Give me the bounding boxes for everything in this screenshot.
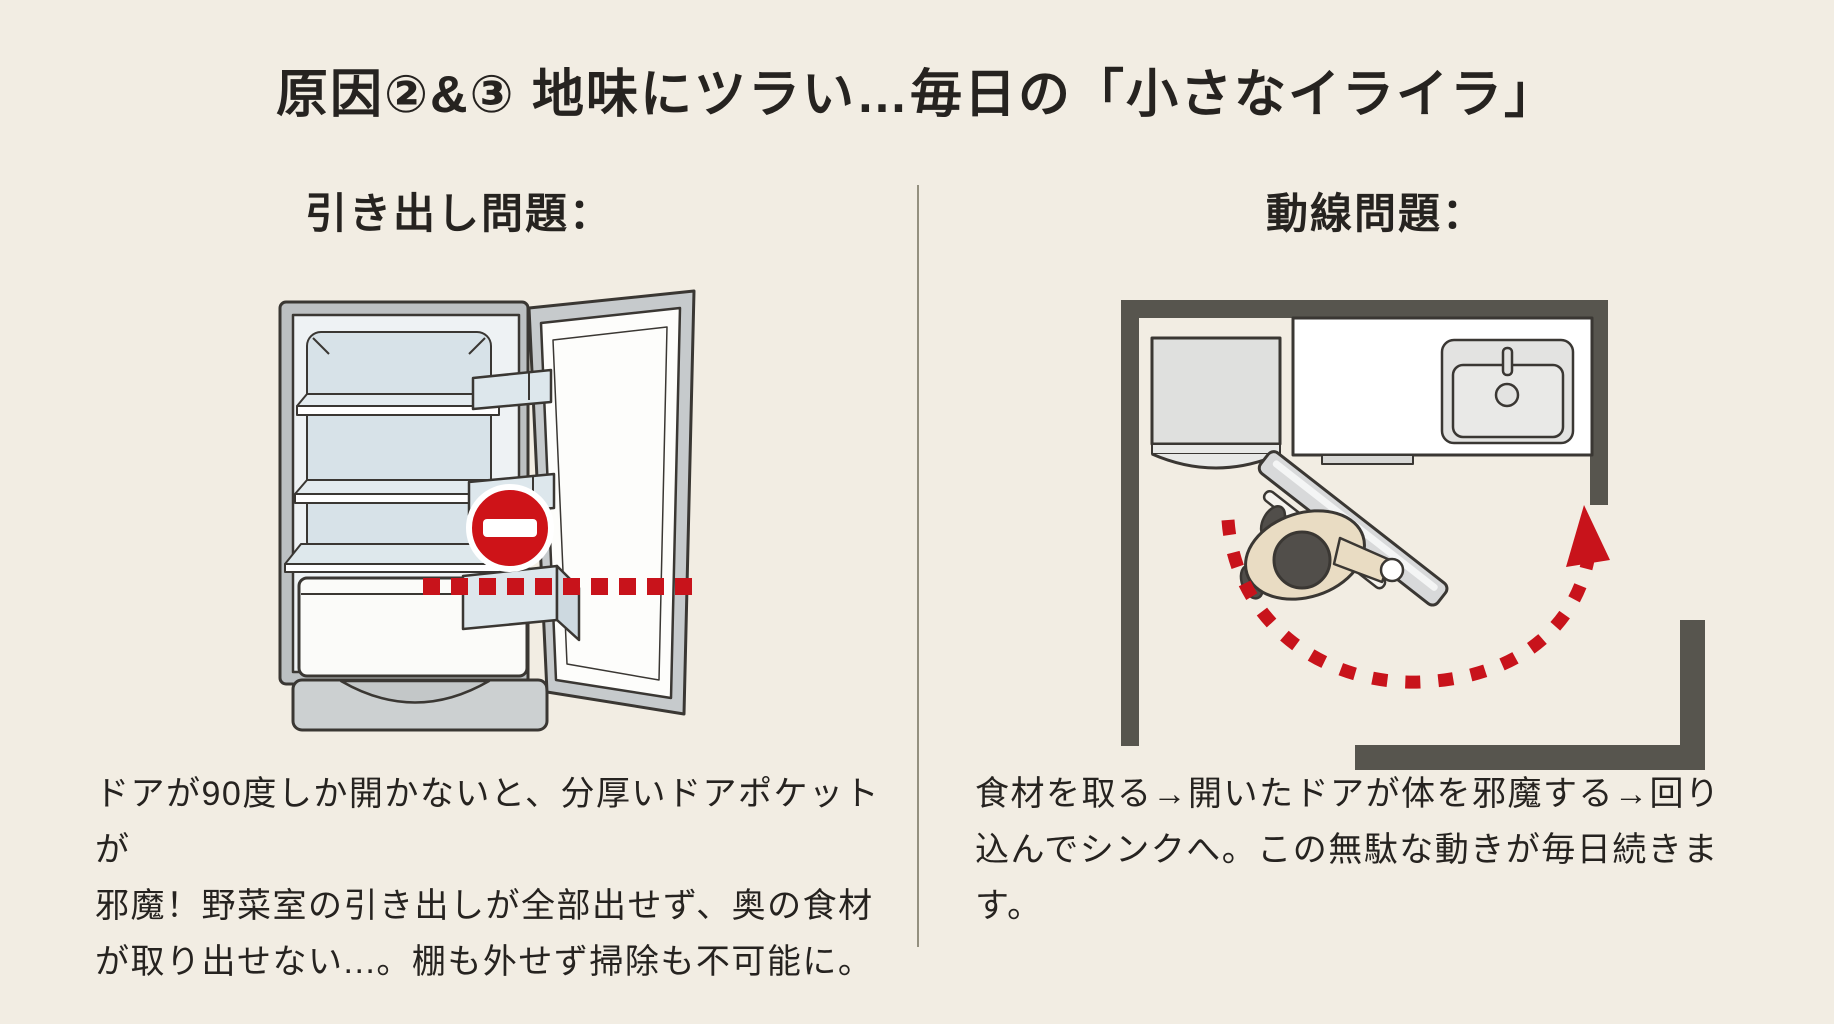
fridge-door-open	[461, 289, 696, 716]
left-panel-caption: ドアが90度しか開かないと、分厚いドアポケットが 邪魔！野菜室の引き出しが全部出…	[95, 766, 905, 990]
panel-divider	[917, 185, 919, 947]
sink	[1440, 338, 1575, 445]
refrigerator-illustration	[278, 289, 696, 732]
person-top-view	[1239, 505, 1405, 601]
door-pocket	[471, 368, 553, 411]
caption-line: 邪魔！野菜室の引き出しが全部出せず、奥の食材	[95, 887, 874, 925]
movement-path-arrow	[1221, 505, 1610, 689]
caption-line: す。	[975, 887, 1043, 925]
page-title: 原因②&③ 地味にツラい…毎日の「小さなイライラ」	[275, 66, 1559, 124]
right-panel-caption: 食材を取る→開いたドアが体を邪魔する→回り 込んでシンクへ。この無駄な動きが毎日…	[975, 766, 1785, 934]
caption-line: ドアが90度しか開かないと、分厚いドアポケットが	[95, 775, 880, 869]
caption-line: 食材を取る→開いたドアが体を邪魔する→回り	[975, 775, 1721, 813]
kitchen-walls	[1121, 300, 1705, 770]
fridge-top-view	[1150, 336, 1282, 470]
right-panel-heading: 動線問題：	[1265, 190, 1486, 237]
no-entry-icon	[466, 484, 554, 572]
clearance-dashed-line	[423, 578, 692, 595]
counter-with-sink	[1291, 316, 1594, 465]
caption-line: が取り出せない...。棚も外せず掃除も不可能に。	[95, 943, 874, 981]
freezer-base	[291, 678, 549, 732]
kitchen-floorplan-illustration	[1121, 300, 1705, 770]
left-panel-heading: 引き出し問題：	[304, 190, 613, 237]
fridge-shelf	[296, 393, 500, 416]
caption-line: 込んでシンクへ。この無駄な動きが毎日続きま	[975, 831, 1719, 869]
